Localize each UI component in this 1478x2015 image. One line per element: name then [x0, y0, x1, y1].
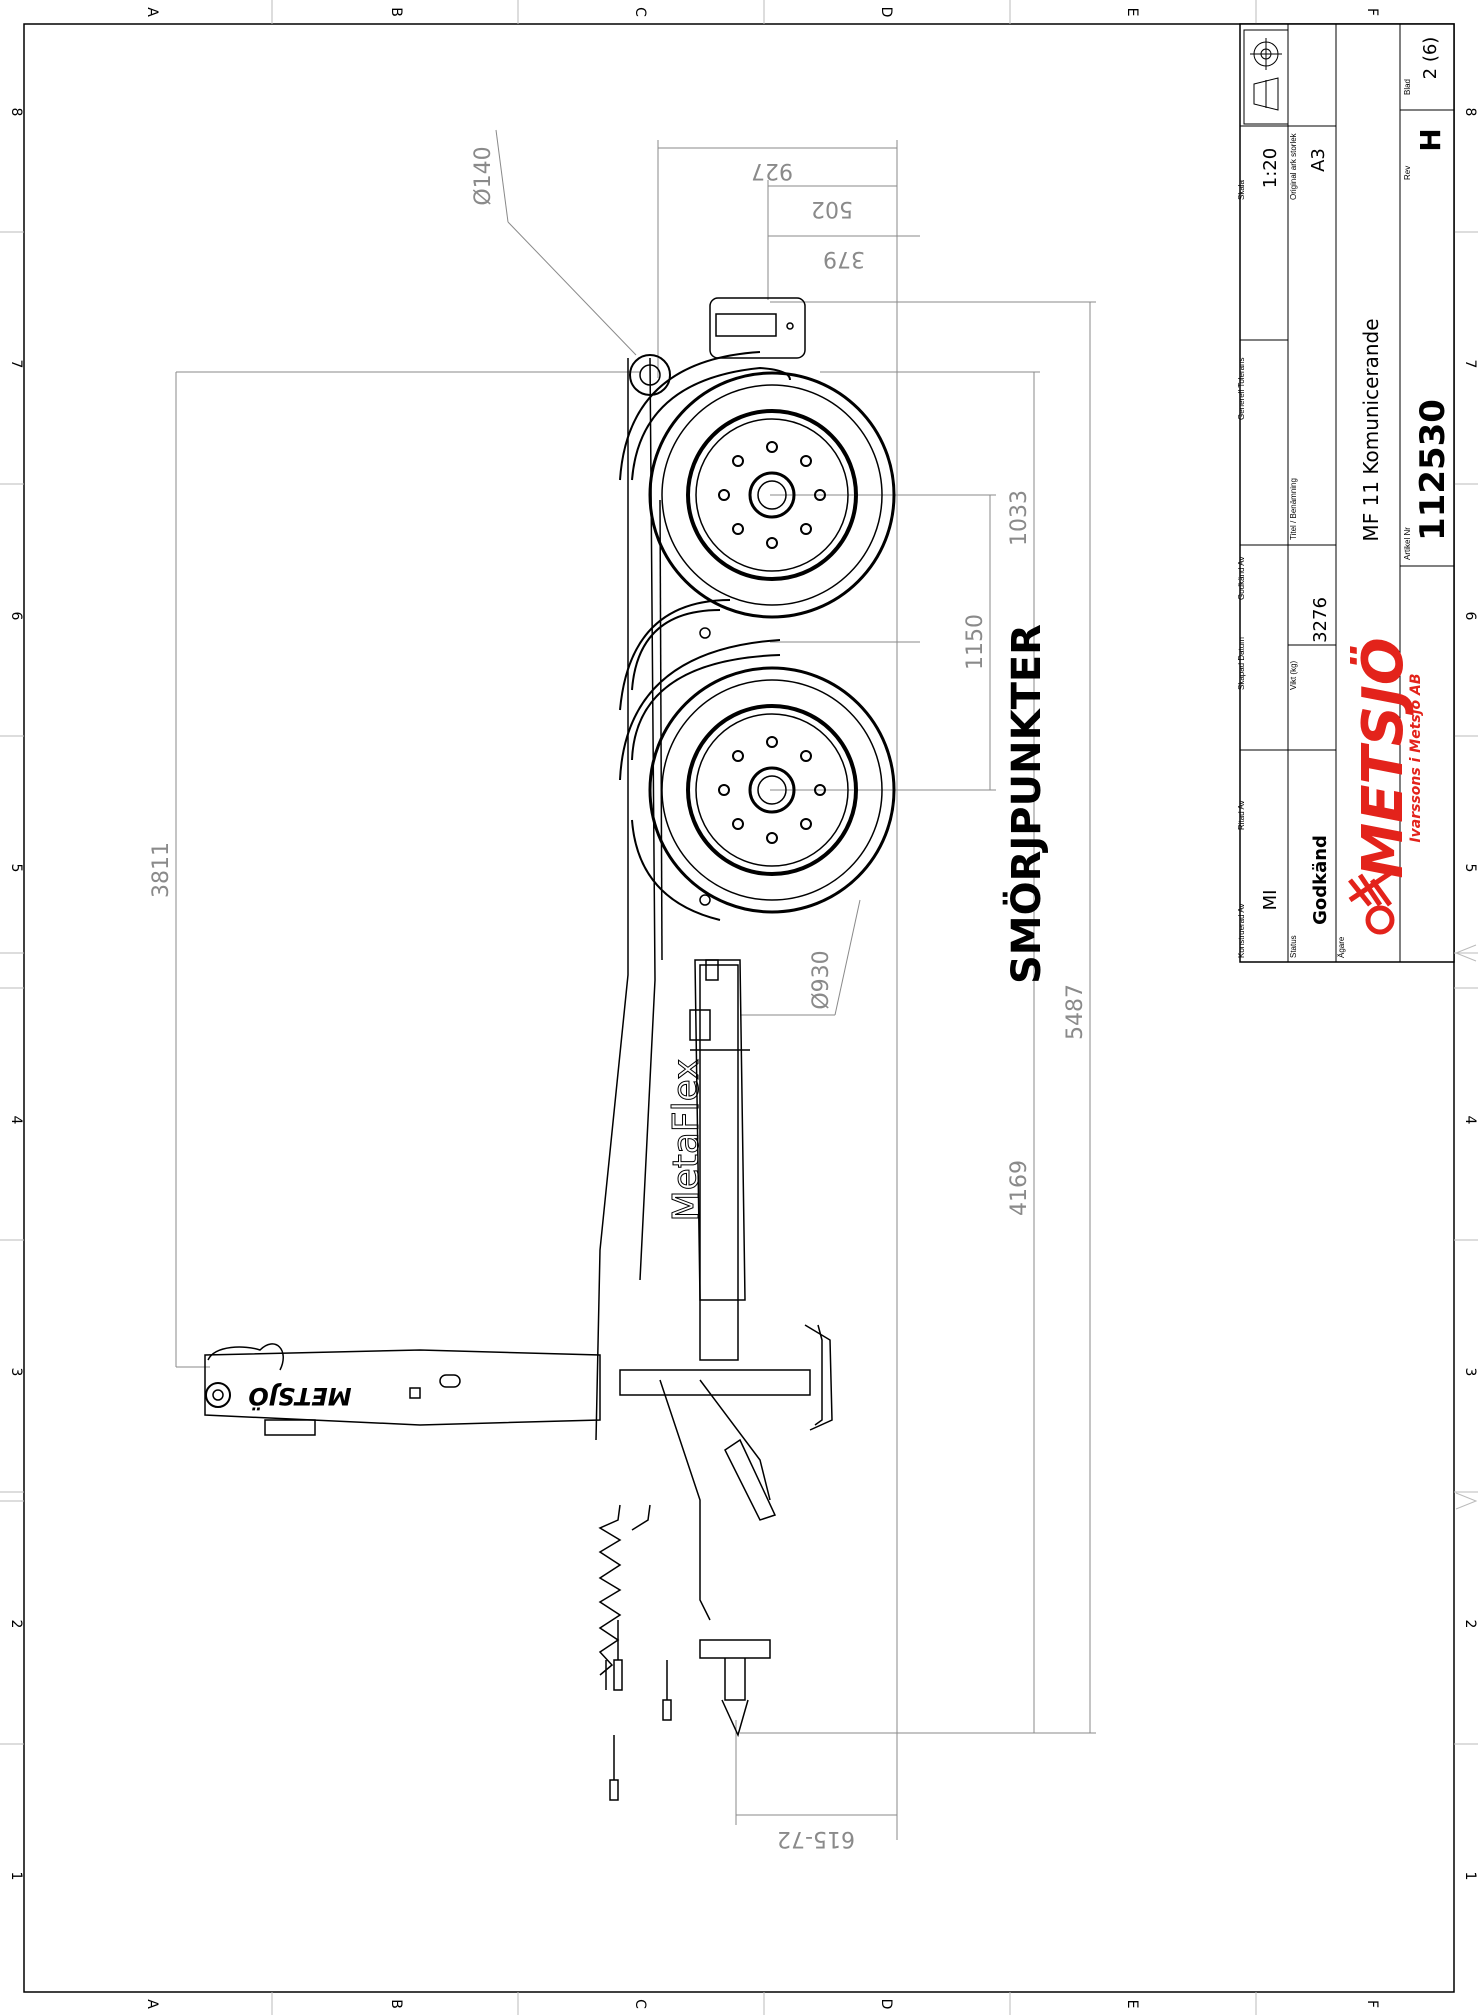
zone-letter-e: E: [1124, 8, 1140, 17]
drawing-title-value: MF 11 Komunicerande: [1359, 318, 1383, 541]
dimension-labels: Ø140 927 502 379 3811 1033 1150 Ø930 548…: [149, 146, 1088, 1851]
zone-letters-top: A B C D E F: [144, 7, 1380, 18]
scale-value: 1:20: [1260, 148, 1281, 188]
svg-text:Artikel Nr: Artikel Nr: [1403, 527, 1412, 560]
dim-1033: 1033: [1007, 490, 1032, 546]
projection-symbol-icon: [1250, 38, 1282, 111]
zone-letter-d: D: [878, 7, 894, 18]
weight-value: 3276: [1310, 597, 1331, 643]
dim-615-72: 615-72: [777, 1826, 855, 1851]
svg-text:7: 7: [8, 360, 24, 369]
zone-letter-a: A: [144, 7, 160, 17]
svg-text:A: A: [144, 1999, 160, 2009]
wheel-front: [648, 371, 896, 619]
svg-text:3: 3: [8, 1368, 24, 1377]
svg-text:Skala: Skala: [1237, 179, 1246, 200]
dim-379: 379: [823, 246, 865, 271]
svg-text:2: 2: [1462, 1620, 1478, 1629]
revision-value: H: [1414, 128, 1447, 151]
zone-letters-bottom: A B C D E F: [144, 1999, 1380, 2010]
wheel-front-bolts: [718, 441, 826, 549]
dim-3811: 3811: [149, 842, 174, 898]
sheet-size-value: A3: [1308, 148, 1329, 172]
svg-text:Status: Status: [1289, 935, 1298, 958]
dim-502: 502: [811, 196, 853, 221]
zone-letter-c: C: [632, 7, 648, 17]
svg-text:F: F: [1364, 2000, 1380, 2008]
zone-numbers-left: 8 7 6 5 4 3 2 1: [8, 108, 24, 1881]
metsjo-logo-tagline: Ivarssons i Metsjö AB: [1408, 673, 1424, 842]
svg-text:5: 5: [8, 864, 24, 873]
svg-text:Blad: Blad: [1403, 79, 1412, 95]
svg-text:6: 6: [1462, 612, 1478, 621]
drawing-border: [23, 23, 1455, 1993]
dim-1150: 1150: [963, 614, 988, 670]
dimension-lines: [175, 129, 1096, 1840]
zone-letter-b: B: [388, 7, 404, 17]
svg-text:7: 7: [1462, 360, 1478, 369]
svg-text:Vikt (kg): Vikt (kg): [1289, 660, 1298, 690]
metsjo-logo-text: METSJÖ: [1351, 638, 1416, 879]
dim-5487: 5487: [1063, 984, 1088, 1040]
svg-text:Generell Tolerans: Generell Tolerans: [1237, 357, 1246, 420]
svg-text:4: 4: [1462, 1116, 1478, 1125]
dim-4169: 4169: [1007, 1160, 1032, 1216]
svg-text:Rev: Rev: [1403, 166, 1412, 180]
status-value: Godkänd: [1310, 835, 1331, 925]
svg-text:Original ark storlek: Original ark storlek: [1289, 132, 1298, 200]
svg-text:E: E: [1124, 2000, 1140, 2009]
svg-text:3: 3: [1462, 1368, 1478, 1377]
center-marks: [0, 944, 1478, 1510]
zone-numbers-right: 8 7 6 5 4 3 2 1: [1462, 108, 1478, 1881]
metsjo-logo: METSJÖ Ivarssons i Metsjö AB: [1348, 638, 1424, 935]
svg-text:C: C: [632, 1999, 648, 2009]
svg-text:4: 4: [8, 1116, 24, 1125]
svg-text:B: B: [388, 1999, 404, 2009]
svg-text:Godkänd Av: Godkänd Av: [1237, 557, 1246, 600]
sheet-number-value: 2 (6): [1420, 37, 1441, 80]
svg-text:1: 1: [1462, 1872, 1478, 1881]
svg-text:1: 1: [8, 1872, 24, 1881]
drawbar-brand-label: METSJÖ: [248, 1382, 351, 1412]
wheel-rear: [648, 666, 896, 914]
dim-927: 927: [751, 158, 793, 183]
svg-text:Ritad Av: Ritad Av: [1237, 800, 1246, 830]
zone-letter-f: F: [1364, 8, 1380, 16]
wheel-rear-bolts: [718, 736, 826, 844]
svg-text:D: D: [878, 1999, 894, 2010]
svg-text:8: 8: [1462, 108, 1478, 117]
drawing-heading: SMÖRJPUNKTER: [1002, 624, 1050, 984]
svg-text:6: 6: [8, 612, 24, 621]
title-block: Skala Generell Tolerans Godkänd Av Skapa…: [1237, 23, 1455, 963]
svg-text:8: 8: [8, 108, 24, 117]
svg-text:2: 2: [8, 1620, 24, 1629]
svg-text:Titel / Benämning: Titel / Benämning: [1289, 478, 1298, 540]
metaflex-label: MetaFlex: [666, 1059, 707, 1222]
metsjo-tree-icon: [1348, 869, 1395, 935]
article-number-value: 112530: [1413, 399, 1453, 541]
svg-text:5: 5: [1462, 864, 1478, 873]
svg-text:Skapad Datum: Skapad Datum: [1237, 637, 1246, 690]
trailer-drawing: [204, 297, 833, 1801]
dim-diameter-140: Ø140: [471, 146, 496, 205]
designer-value: MI: [1260, 890, 1281, 911]
svg-text:Ägare: Ägare: [1337, 936, 1346, 958]
svg-text:Konstruerad Av: Konstruerad Av: [1237, 903, 1246, 958]
dim-diameter-930: Ø930: [809, 950, 834, 1009]
